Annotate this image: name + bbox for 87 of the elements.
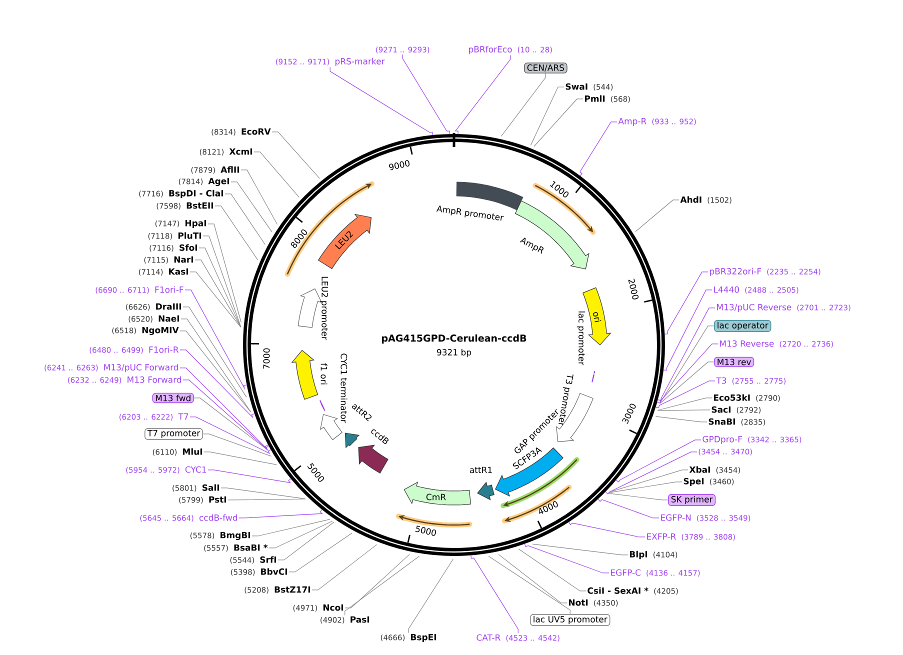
- leader-line: [580, 122, 618, 176]
- leader-line: [470, 555, 518, 634]
- leader-line: [660, 362, 714, 404]
- leader-line: [194, 398, 268, 450]
- leader-line: [408, 558, 454, 634]
- leader-line: [208, 224, 242, 323]
- feature-segment: f1 ori: [291, 350, 328, 400]
- leader-line: [488, 556, 570, 614]
- leader-line: [608, 482, 682, 493]
- node-label: f1 ori: [320, 363, 328, 384]
- leader-line: [663, 290, 712, 371]
- plasmid-title: pAG415GPD-Cerulean-ccdB: [382, 334, 526, 344]
- leader-line: [214, 206, 258, 260]
- feature-label: T3 promoter: [558, 374, 574, 426]
- leader-line: [252, 519, 330, 536]
- leader-line: [524, 544, 610, 574]
- leader-line: [208, 470, 292, 484]
- leader-line: [402, 54, 450, 134]
- leader-line: [655, 380, 716, 408]
- feature-segment: attR1: [470, 466, 494, 500]
- leader-line: [182, 306, 247, 398]
- leader-line: [609, 470, 688, 492]
- leader-line: [568, 522, 646, 538]
- leader-line: [198, 248, 242, 328]
- node-label: LEU2 promoter: [320, 276, 328, 340]
- leader-line: [344, 556, 420, 616]
- leader-line: [344, 554, 410, 608]
- leader-line: [202, 236, 242, 327]
- leader-line: [182, 380, 270, 452]
- plasmid-size: 9321 bp: [436, 348, 472, 358]
- leader-line: [616, 440, 702, 482]
- leader-line: [657, 410, 710, 411]
- feature-tag: M13 fwd: [152, 392, 194, 404]
- leader-line: [180, 350, 255, 418]
- node-label: attR1: [470, 466, 492, 474]
- feature-segment: LEU2 promoter: [298, 276, 328, 340]
- tick-label: 2000: [628, 278, 639, 300]
- leader-line: [598, 498, 660, 518]
- tick-label: 5000: [415, 526, 436, 536]
- leader-line: [240, 170, 278, 225]
- leader-line: [658, 308, 716, 401]
- leader-line: [534, 98, 584, 147]
- leader-line: [228, 498, 306, 500]
- feature-segment: CmR: [404, 482, 472, 506]
- leader-line: [180, 368, 268, 450]
- leader-line: [635, 200, 680, 232]
- leader-line: [518, 548, 586, 592]
- leader-line: [288, 532, 352, 572]
- leader-line: [312, 544, 378, 590]
- feature-tag: lac operator: [714, 320, 772, 332]
- leader-line: [656, 344, 718, 404]
- leader-line: [660, 326, 714, 404]
- tick-label: 9000: [389, 160, 410, 170]
- leader-line: [184, 290, 248, 390]
- leader-line: [190, 416, 272, 454]
- leader-line: [605, 452, 698, 494]
- leader-line: [272, 132, 320, 179]
- leader-line: [268, 520, 333, 548]
- tick-label: 7000: [263, 348, 270, 369]
- feature-label: lac promoter: [576, 312, 586, 366]
- leader-line: [658, 398, 712, 411]
- leader-line: [220, 488, 306, 500]
- leader-line: [224, 194, 266, 245]
- leader-line: [532, 544, 628, 556]
- leader-line: [202, 434, 272, 456]
- leader-line: [608, 492, 668, 500]
- feature-tag: CEN/ARS: [524, 62, 568, 74]
- leader-line: [655, 416, 708, 422]
- leader-line: [254, 152, 300, 198]
- tick-label: 3000: [622, 404, 636, 424]
- leader-line: [238, 509, 323, 518]
- leader-line: [330, 67, 433, 136]
- leader-line: [194, 260, 242, 328]
- leader-line: [454, 55, 511, 134]
- feature-tag: SK primer: [668, 494, 716, 506]
- leader-line: [204, 452, 277, 465]
- leader-line: [230, 182, 272, 233]
- feature-tag: M13 rev: [714, 356, 754, 368]
- leader-line: [500, 73, 546, 137]
- node-label: CYC1 terminator: [340, 354, 348, 423]
- feature-tag: T7 promoter: [144, 428, 203, 440]
- leader-line: [278, 522, 334, 560]
- leader-line: [190, 272, 242, 328]
- leader-line: [498, 554, 568, 604]
- leader-line: [664, 272, 708, 334]
- leader-line: [530, 86, 564, 146]
- feature-tag: lac UV5 promoter: [530, 614, 610, 626]
